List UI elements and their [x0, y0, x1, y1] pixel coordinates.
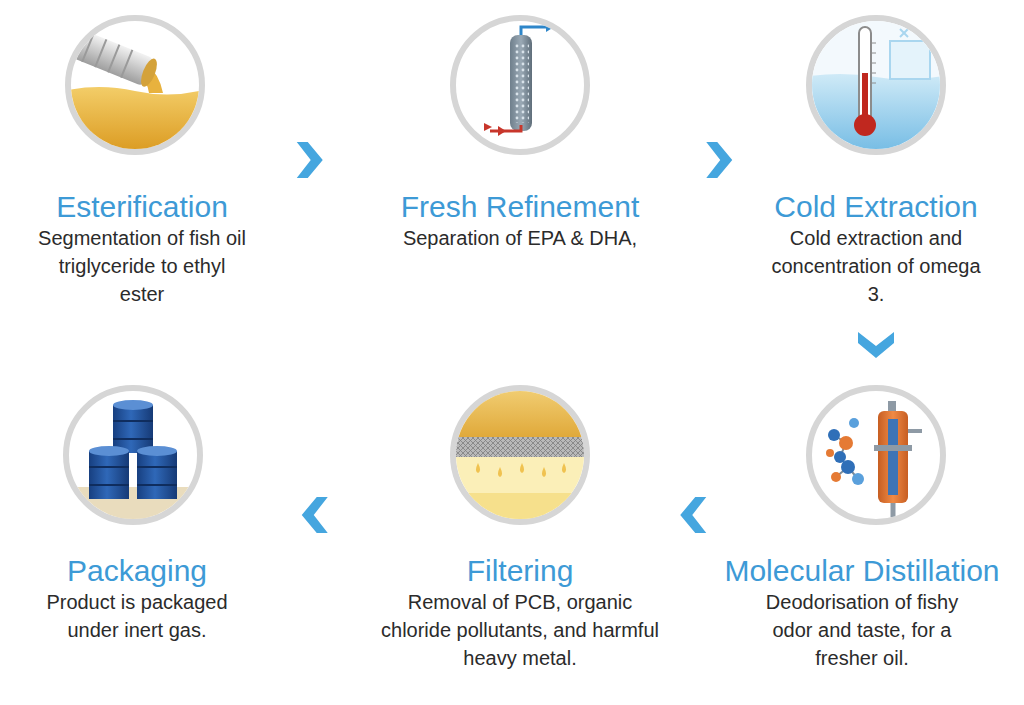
process-step: EsterificationSegmentation of fish oil t… — [29, 12, 256, 308]
esterification-icon — [63, 13, 207, 157]
step-description: Removal of PCB, organic chloride polluta… — [378, 588, 663, 672]
process-step: Fresh RefinementSeparation of EPA & DHA, — [364, 12, 676, 252]
flow-connector — [302, 497, 328, 533]
flow-chevron — [858, 332, 894, 358]
process-step: Cold ExtractionCold extraction and conce… — [763, 12, 990, 308]
cold-extraction-icon — [804, 13, 948, 157]
step-description: Segmentation of fish oil triglyceride to… — [35, 224, 250, 308]
process-step: PackagingProduct is packaged under inert… — [16, 382, 258, 644]
flow-connector — [297, 142, 323, 178]
flow-connector — [858, 332, 894, 358]
step-title: Cold Extraction — [774, 190, 977, 224]
flow-connector — [680, 497, 706, 533]
packaging-icon — [61, 383, 205, 527]
step-description: Deodorisation of fishy odor and taste, f… — [747, 588, 977, 672]
process-step: FilteringRemoval of PCB, organic chlorid… — [372, 382, 669, 672]
flow-chevron — [302, 497, 328, 533]
step-title: Esterification — [56, 190, 228, 224]
flow-connector — [706, 142, 732, 178]
step-title: Fresh Refinement — [401, 190, 639, 224]
step-title: Packaging — [67, 554, 207, 588]
refinement-column-icon — [448, 13, 592, 157]
molecular-distillation-icon — [804, 383, 948, 527]
flow-chevron — [706, 142, 732, 178]
step-title: Filtering — [467, 554, 574, 588]
step-title: Molecular Distillation — [724, 554, 999, 588]
step-description: Cold extraction and concentration of ome… — [769, 224, 984, 308]
flow-chevron — [297, 142, 323, 178]
flow-chevron — [680, 497, 706, 533]
filtering-icon — [448, 383, 592, 527]
step-description: Separation of EPA & DHA, — [370, 224, 670, 252]
process-step: Molecular DistillationDeodorisation of f… — [718, 382, 1006, 672]
step-description: Product is packaged under inert gas. — [22, 588, 252, 644]
